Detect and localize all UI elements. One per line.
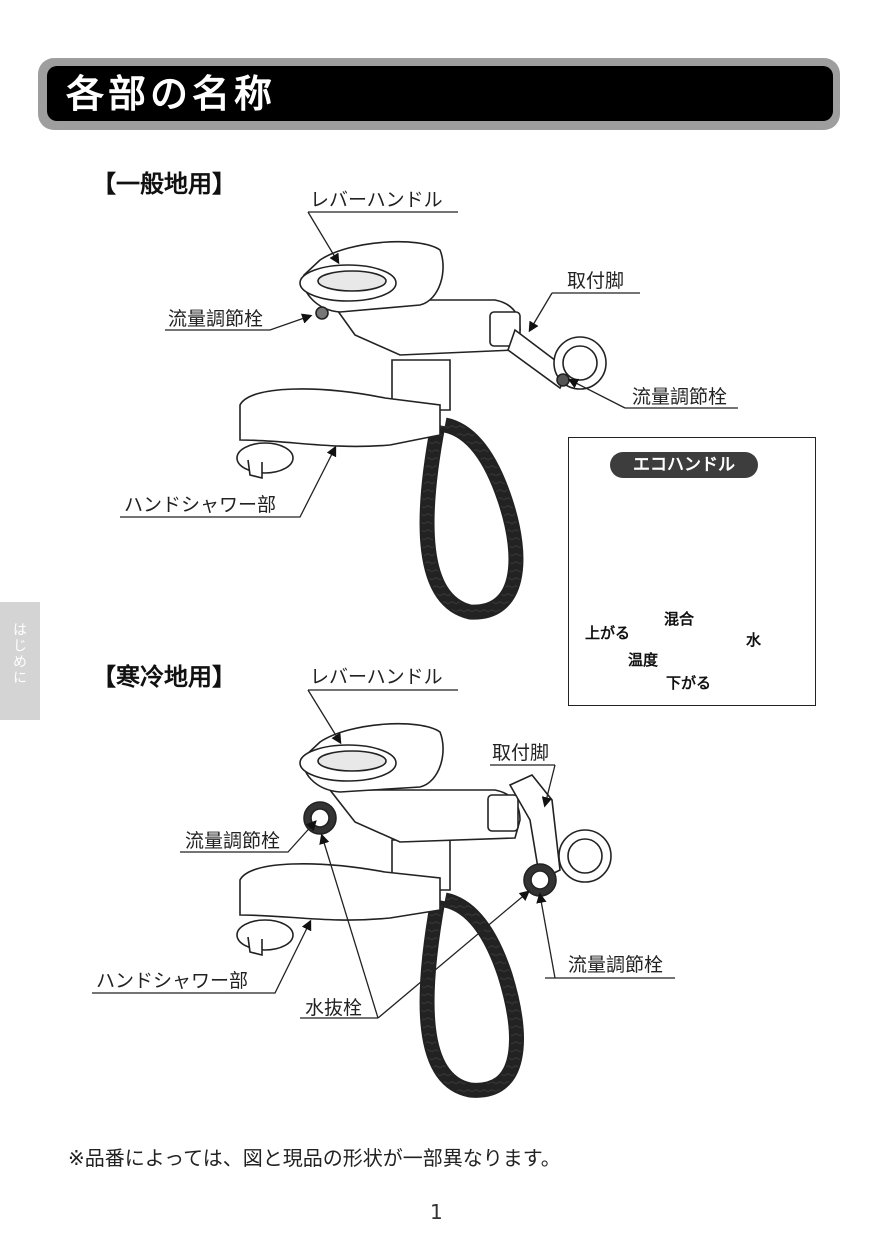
label-flow-valve-right-general: 流量調節栓 <box>632 386 728 408</box>
label-drain-plug: 水抜栓 <box>305 997 363 1019</box>
eco-handle-title: エコハンドル <box>610 452 758 478</box>
leader-lines-general <box>120 211 738 518</box>
faucet-general <box>236 240 607 620</box>
label-mount-leg-general: 取付脚 <box>567 270 625 292</box>
faucet-cold <box>236 722 612 1098</box>
page-title: 各部の名称 <box>66 72 277 116</box>
page-number: 1 <box>430 1200 443 1224</box>
side-tab-label: はじめに <box>11 622 27 686</box>
footnote: ※品番によっては、図と現品の形状が一部異なります。 <box>68 1146 561 1170</box>
eco-handle-panel <box>568 437 816 706</box>
leader-lines-cold <box>92 689 675 1019</box>
heading-cold-region: 【寒冷地用】 <box>92 663 236 691</box>
side-tab: はじめに <box>0 602 40 720</box>
heading-general-use: 【一般地用】 <box>92 170 236 198</box>
label-flow-valve-right-cold: 流量調節栓 <box>568 954 664 976</box>
label-lever-handle-cold: レバーハンドル <box>310 666 443 688</box>
eco-label-mix: 混合 <box>664 610 695 628</box>
eco-label-hot: 湯 <box>622 562 638 580</box>
eco-label-lower: 下がる <box>666 674 712 692</box>
label-flow-valve-left-general: 流量調節栓 <box>168 308 264 330</box>
eco-label-raise: 上がる <box>585 624 631 642</box>
eco-label-cold: 水 <box>746 631 762 649</box>
label-lever-handle-general: レバーハンドル <box>310 189 443 211</box>
label-flow-valve-left-cold: 流量調節栓 <box>185 830 281 852</box>
label-mount-leg-cold: 取付脚 <box>492 742 550 764</box>
label-hand-shower-general: ハンドシャワー部 <box>124 494 277 516</box>
page-title-bar <box>47 66 833 121</box>
eco-label-temperature: 温度 <box>628 651 659 669</box>
label-hand-shower-cold: ハンドシャワー部 <box>96 970 249 992</box>
